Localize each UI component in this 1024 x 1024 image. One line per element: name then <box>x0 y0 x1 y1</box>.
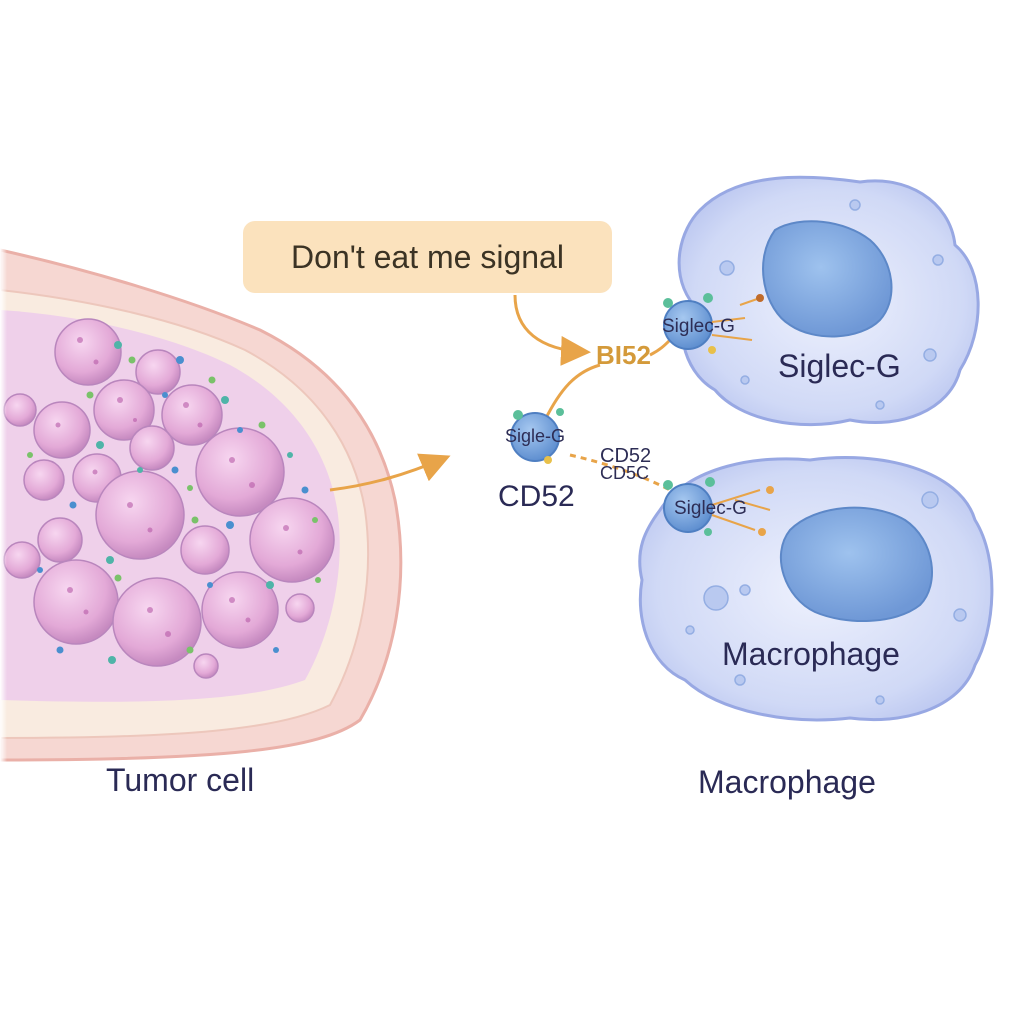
macrophage-label: Macrophage <box>698 764 876 800</box>
macrophage-top-nucleus <box>762 220 893 338</box>
receptor-center-label: Sigle-G <box>505 426 566 446</box>
arrow-tumor-to-receptor <box>329 453 451 492</box>
receptor-bottom <box>663 477 774 536</box>
tumor-cell-label: Tumor cell <box>106 762 255 798</box>
macrophage-top <box>677 175 980 427</box>
line-receptor-to-bi52 <box>543 363 601 421</box>
receptor-top-label: Siglec-G <box>662 316 735 337</box>
receptor-top <box>663 293 764 354</box>
dont-eat-me-callout: Don't eat me signal <box>243 221 612 293</box>
line-receptor-to-bottom <box>569 453 671 492</box>
callout-text: Don't eat me signal <box>291 238 564 275</box>
cd52-center-label: CD52 <box>498 480 575 513</box>
macrophage-bottom-nucleus <box>780 506 933 623</box>
siglec-g-top-label: Siglec-G <box>778 348 901 384</box>
tumor-left-fade <box>0 240 70 770</box>
macrophage-bottom <box>638 456 994 722</box>
macrophage-bottom-vesicles <box>685 491 967 705</box>
receptor-bottom-label: Siglec-G <box>674 498 747 519</box>
tumor-tissue <box>0 240 403 770</box>
bi52-label: BI52 <box>596 340 651 370</box>
macrophage-top-vesicles <box>719 199 944 410</box>
cd52-overlap-top-label: CD52 <box>600 445 652 467</box>
macrophage-inner-label: Macrophage <box>722 636 900 672</box>
line-bi52-to-top-receptor <box>649 338 672 357</box>
arrow-callout-to-bi52 <box>513 294 591 366</box>
cd52-overlap-bottom-label: CD5C <box>600 463 650 483</box>
receptor-center <box>510 408 564 464</box>
signal-arrows <box>329 294 672 492</box>
